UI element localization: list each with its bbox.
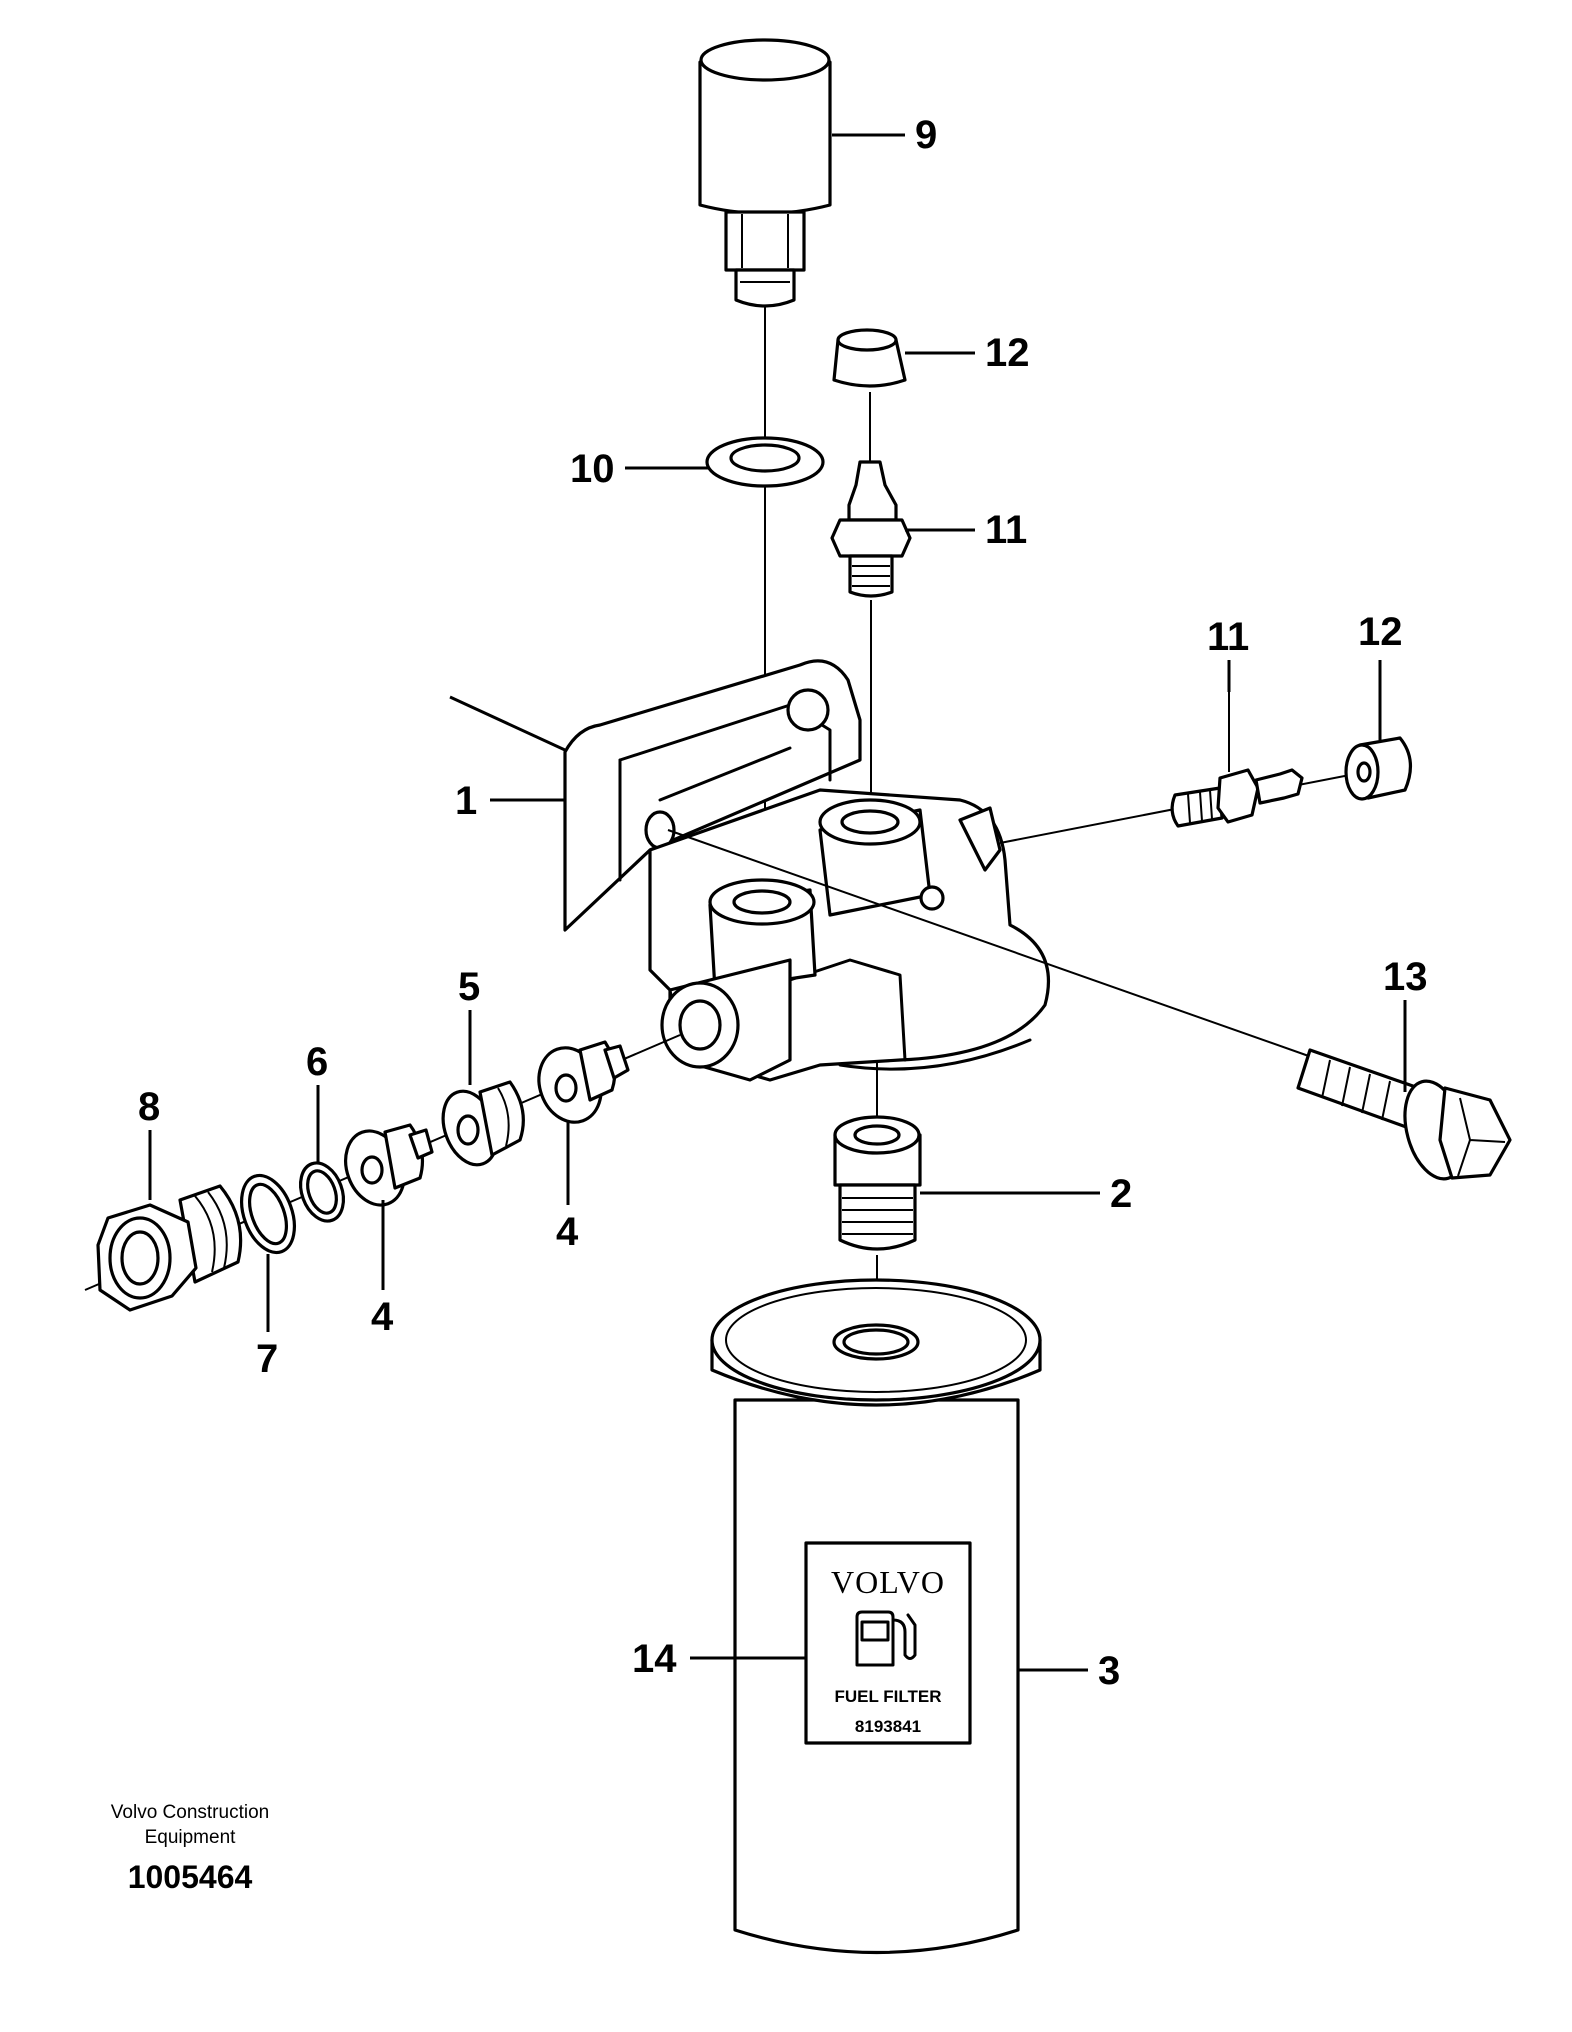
part-6-o-ring <box>298 1161 346 1223</box>
part-12-cap-top <box>832 328 907 388</box>
callout-9: 9 <box>915 113 937 157</box>
part-11-nipple-right <box>1170 768 1304 828</box>
part-9-sensor <box>698 38 832 308</box>
part-4-valve-lower <box>344 1123 434 1207</box>
callout-10: 10 <box>570 447 615 491</box>
callout-11-top: 11 <box>985 508 1027 552</box>
callout-12-top: 12 <box>985 331 1030 375</box>
callout-5: 5 <box>458 965 480 1009</box>
drawing-number: 1005464 <box>128 1859 253 1895</box>
part-1-filter-head <box>563 659 1050 1082</box>
fuel-pump-icon <box>855 1610 917 1667</box>
part-13-bolt <box>667 829 1512 1181</box>
callout-13: 13 <box>1383 955 1428 999</box>
callout-8: 8 <box>138 1085 160 1129</box>
callout-1: 1 <box>455 779 477 823</box>
footer: Volvo Construction Equipment 1005464 <box>111 1802 269 1895</box>
callout-4-lower: 4 <box>371 1295 394 1339</box>
part-10-washer <box>705 436 825 488</box>
company-line-2: Equipment <box>145 1827 237 1848</box>
callout-4-upper: 4 <box>556 1210 579 1254</box>
label-product-name: FUEL FILTER <box>834 1687 941 1706</box>
callout-3: 3 <box>1098 1649 1120 1693</box>
part-12-cap-right <box>1344 736 1412 801</box>
callout-11-right: 11 <box>1207 615 1249 659</box>
part-5-sleeve <box>441 1080 525 1167</box>
callout-12-right: 12 <box>1358 610 1403 654</box>
label-part-number: 8193841 <box>855 1717 921 1736</box>
callout-2: 2 <box>1110 1172 1132 1216</box>
company-line-1: Volvo Construction <box>111 1802 269 1823</box>
part-11-nipple-top <box>830 460 912 598</box>
leader-lines <box>148 133 1407 1672</box>
callout-7: 7 <box>256 1337 278 1381</box>
part-2-adapter <box>833 1115 922 1251</box>
part-4-valve-upper <box>537 1040 630 1124</box>
label-brand: VOLVO <box>831 1564 945 1600</box>
part-8-union-nut <box>96 1184 243 1312</box>
part-7-o-ring <box>240 1173 296 1255</box>
callout-numbers: 9 12 10 11 1 11 12 13 5 6 8 2 4 4 7 14 3 <box>138 113 1428 1693</box>
callout-14: 14 <box>632 1637 677 1681</box>
callout-6: 6 <box>306 1040 328 1084</box>
part-14-filter-label: VOLVO FUEL FILTER 8193841 <box>804 1541 972 1745</box>
